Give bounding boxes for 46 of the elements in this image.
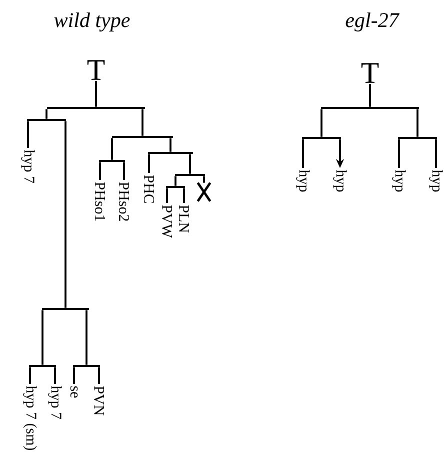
lineage-line xyxy=(170,138,172,152)
cell-label: hyp 7 xyxy=(21,150,35,184)
cell-label: hyp 7 xyxy=(48,386,62,419)
root-cell-label: T xyxy=(361,63,379,83)
lineage-line xyxy=(166,188,168,203)
cell-label: hyp 7 (sm) xyxy=(23,386,37,450)
title: wild type xyxy=(54,12,130,32)
cell-label: se xyxy=(70,386,78,398)
lineage-line xyxy=(183,188,185,203)
lineage-line xyxy=(27,121,29,148)
lineage-line xyxy=(203,176,205,183)
lineage-line xyxy=(54,367,56,384)
cell-label: hyp xyxy=(429,170,443,192)
cell-label: PHC xyxy=(144,175,154,204)
lineage-line xyxy=(398,139,400,168)
lineage-line xyxy=(369,84,371,107)
cell-label: hyp xyxy=(392,170,406,192)
lineage-line xyxy=(46,109,48,119)
lineage-line xyxy=(142,109,144,136)
lineage-line xyxy=(320,109,322,137)
lineage-line xyxy=(111,138,113,160)
lineage-line xyxy=(148,154,150,173)
cell-label: PHso1 xyxy=(94,182,106,221)
cell-label: PVW xyxy=(162,205,172,238)
lineage-line xyxy=(64,121,66,308)
lineage-line xyxy=(123,162,125,180)
lineage-line xyxy=(416,109,418,137)
lineage-line xyxy=(98,367,100,384)
cell-label: hyp xyxy=(296,170,310,192)
lineage-line xyxy=(99,162,101,180)
cell-label: PVN xyxy=(94,386,104,416)
cell-death-cross xyxy=(196,182,212,202)
cell-label: PHso2 xyxy=(118,182,130,221)
lineage-line xyxy=(42,310,44,365)
lineage-line xyxy=(86,310,88,365)
cell-label: hyp xyxy=(333,170,347,192)
lineage-line xyxy=(435,139,437,168)
root-cell-label: T xyxy=(87,60,105,80)
lineage-line xyxy=(189,154,191,174)
cell-label: PLN xyxy=(179,205,189,233)
lineage-line xyxy=(73,367,75,384)
lineage-line xyxy=(174,176,176,186)
lineage-line xyxy=(29,367,31,384)
lineage-line xyxy=(302,139,304,168)
title: egl-27 xyxy=(346,12,400,32)
lineage-line xyxy=(95,81,97,107)
